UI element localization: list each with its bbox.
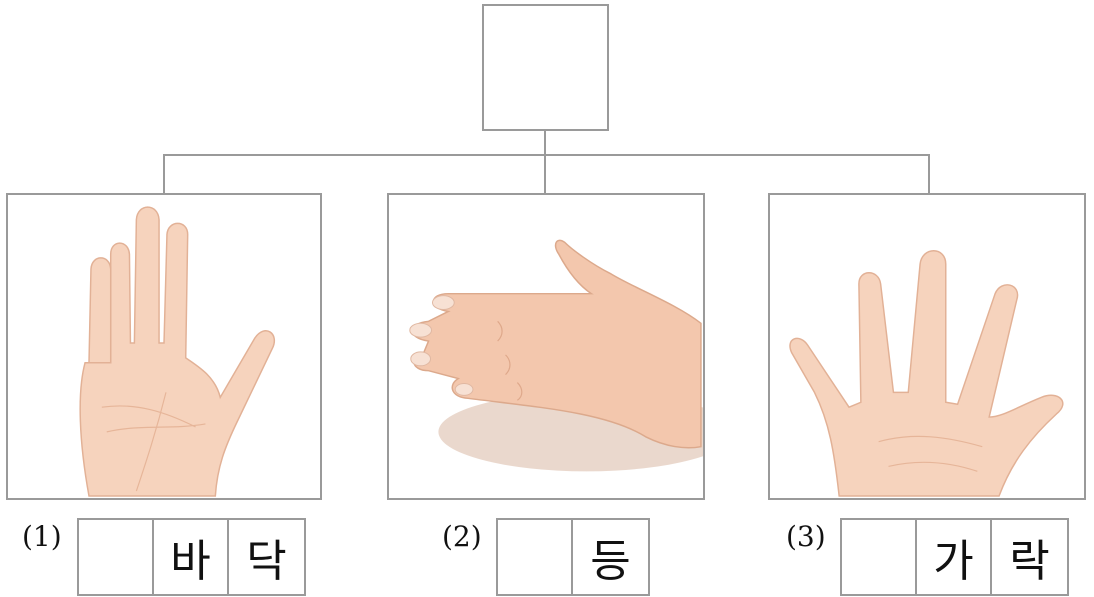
branch-line-left [163, 154, 165, 194]
word-cell: 가 [917, 520, 992, 594]
answer-cell-blank[interactable] [79, 520, 154, 594]
palm-hand-illustration [79, 206, 275, 497]
word-cells-3: 가 락 [840, 518, 1069, 596]
item-number-2: (2) [442, 520, 482, 553]
answer-cell-blank[interactable] [842, 520, 917, 594]
horizontal-branch-line [163, 154, 930, 156]
root-box [482, 4, 609, 131]
word-cells-2: 등 [496, 518, 650, 596]
palm-hand-image [6, 193, 322, 500]
answer-cell-blank[interactable] [498, 520, 573, 594]
word-cell: 등 [590, 536, 631, 587]
item-number-1: (1) [22, 520, 62, 553]
word-cell: 락 [1009, 536, 1050, 587]
branch-line-middle [544, 154, 546, 194]
back-of-hand-image [387, 193, 705, 500]
item-number-3: (3) [786, 520, 826, 553]
back-of-hand-illustration [409, 239, 703, 472]
branch-line-right [928, 154, 930, 194]
word-cell: 닥 [246, 536, 287, 587]
fingers-hand-illustration [789, 250, 1064, 497]
word-cells-1: 바 닥 [77, 518, 306, 596]
root-stem-line [544, 131, 546, 155]
fingers-hand-image [768, 193, 1086, 500]
word-cell: 바 [154, 520, 229, 594]
